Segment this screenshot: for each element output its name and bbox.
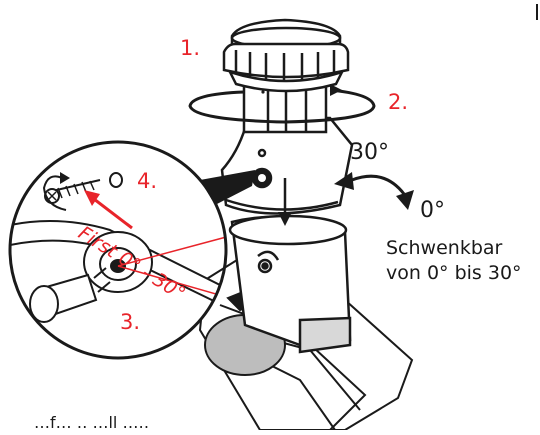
step-3-label: 3. <box>120 310 141 334</box>
angle-0-label: 0° <box>420 198 445 223</box>
pivot-label-line2: von 0° bis 30° <box>386 262 522 284</box>
tilt-block <box>228 214 352 354</box>
sensor-body <box>200 82 354 215</box>
down-arrow <box>278 178 292 226</box>
cut-off-text: …f… ‥ …ll ‥… <box>34 413 150 432</box>
step-2-label: 2. <box>388 90 409 114</box>
rotation-arrow <box>188 84 376 124</box>
angle-30-label: 30° <box>350 140 389 165</box>
detail-callout <box>8 140 228 360</box>
pivot-label-line1: Schwenkbar <box>386 237 503 259</box>
pivot-arrow <box>334 172 414 210</box>
step-4-label: 4. <box>137 169 158 193</box>
rotating-cap <box>222 18 350 93</box>
step-1-label: 1. <box>180 36 201 60</box>
